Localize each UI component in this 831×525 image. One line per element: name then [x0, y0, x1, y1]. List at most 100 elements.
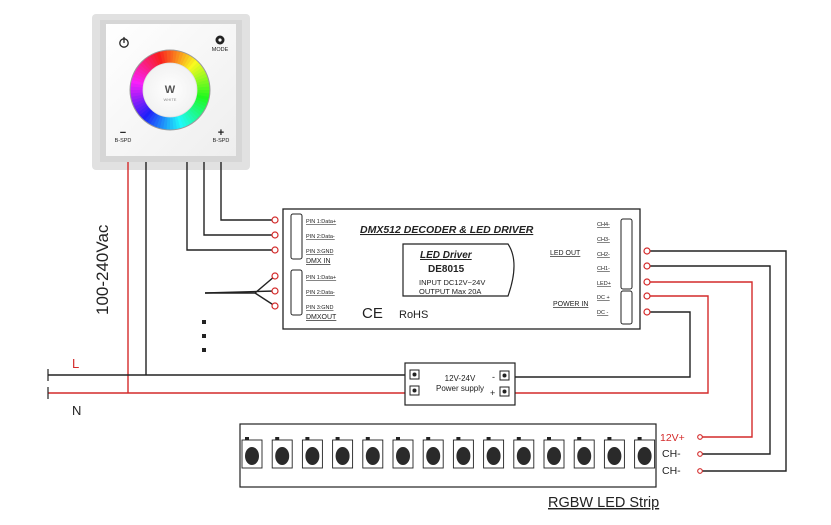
color-wheel-segment[interactable]	[194, 99, 208, 108]
mains-voltage-label: 100-240Vac	[93, 224, 112, 315]
color-wheel-segment[interactable]	[169, 116, 174, 130]
color-wheel-segment[interactable]	[196, 86, 210, 91]
color-wheel-segment[interactable]	[149, 113, 159, 127]
psu-name: Power supply	[436, 384, 484, 393]
color-wheel-segment[interactable]	[196, 92, 210, 98]
color-wheel-segment[interactable]	[195, 96, 209, 105]
color-wheel-segment[interactable]	[130, 92, 144, 97]
wire-dmxout-2	[204, 290, 276, 294]
color-wheel-segment[interactable]	[192, 67, 205, 77]
color-wheel-segment[interactable]	[183, 55, 194, 69]
color-wheel-segment[interactable]	[176, 115, 184, 129]
brightness-up-icon[interactable]: +	[218, 127, 224, 139]
color-wheel-segment[interactable]	[189, 61, 201, 73]
color-wheel-segment[interactable]	[159, 50, 166, 64]
wire-psu-plus	[505, 295, 709, 394]
color-wheel-segment[interactable]	[131, 96, 145, 104]
color-wheel-segment[interactable]	[196, 83, 210, 88]
color-wheel-segment[interactable]	[155, 115, 164, 129]
color-wheel-segment[interactable]	[190, 105, 203, 117]
dmx-out-label: DMXOUT	[306, 314, 337, 321]
color-wheel-segment[interactable]	[194, 73, 208, 82]
color-wheel-segment[interactable]	[130, 82, 144, 88]
psu-housing	[404, 362, 516, 406]
strip-terminal-ch2: CH-	[662, 465, 681, 477]
white-button[interactable]	[142, 62, 198, 118]
color-wheel-segment[interactable]	[181, 53, 191, 67]
color-wheel-segment[interactable]	[187, 109, 199, 121]
color-wheel-segment[interactable]	[143, 110, 155, 123]
color-wheel-segment[interactable]	[191, 103, 205, 114]
dmx-out-pin-2: PIN 2:Data-	[306, 290, 335, 296]
color-wheel-segment[interactable]	[135, 103, 148, 113]
dmx-in-pin-1: PIN 1:Data+	[306, 219, 336, 225]
color-wheel-segment[interactable]	[133, 101, 147, 110]
color-wheel-segment[interactable]	[146, 111, 157, 125]
color-wheel-segment[interactable]	[188, 107, 201, 119]
color-wheel-segment[interactable]	[130, 79, 145, 86]
color-wheel-segment[interactable]	[141, 108, 153, 121]
color-wheel-segment[interactable]	[135, 66, 149, 77]
color-wheel-segment[interactable]	[187, 59, 199, 72]
color-wheel-segment[interactable]	[130, 94, 144, 101]
color-wheel-segment[interactable]	[162, 116, 168, 130]
color-wheel-segment[interactable]	[174, 50, 181, 65]
color-wheel-segment[interactable]	[195, 76, 209, 84]
led-chip	[543, 437, 565, 469]
color-wheel-segment[interactable]	[172, 50, 178, 64]
power-icon[interactable]	[119, 36, 129, 48]
color-wheel-segment[interactable]	[176, 51, 185, 65]
color-wheel-segment[interactable]	[137, 63, 150, 75]
color-wheel-segment[interactable]	[172, 116, 177, 130]
wire-dmxout-1	[205, 275, 276, 294]
color-wheel-segment[interactable]	[131, 75, 145, 84]
color-wheel-segment[interactable]	[152, 114, 161, 128]
dmx-continuation-dots	[202, 320, 206, 352]
color-wheel-segment[interactable]	[141, 59, 153, 71]
strip-pad-ch2	[697, 468, 703, 474]
color-wheel-segment[interactable]	[147, 55, 157, 68]
color-wheel-segment[interactable]	[193, 70, 207, 79]
color-wheel-segment[interactable]	[139, 61, 152, 73]
color-wheel-segment[interactable]	[193, 101, 207, 111]
color-wheel-segment[interactable]	[196, 79, 210, 86]
white-button-label: W	[165, 84, 176, 96]
color-wheel-segment[interactable]	[181, 113, 190, 127]
color-wheel-segment[interactable]	[183, 112, 193, 125]
power-in-terminal	[620, 290, 633, 325]
color-wheel-segment[interactable]	[159, 115, 166, 130]
mode-icon[interactable]	[215, 35, 225, 45]
color-wheel-segment[interactable]	[144, 56, 155, 70]
color-wheel-segment[interactable]	[132, 98, 146, 107]
color-wheel-segment[interactable]	[153, 52, 162, 66]
color-wheel-segment[interactable]	[150, 53, 159, 67]
led-out-terminal	[620, 218, 633, 290]
color-wheel-segment[interactable]	[156, 51, 164, 65]
white-button-sublabel: WHITE	[164, 97, 177, 102]
color-wheel-segment[interactable]	[130, 89, 144, 94]
color-wheel[interactable]	[129, 49, 211, 131]
color-wheel-segment[interactable]	[136, 105, 150, 116]
brightness-down-icon[interactable]: −	[120, 127, 126, 139]
driver-label-box	[402, 243, 515, 297]
wire-panel-gnd	[186, 162, 275, 251]
wires	[48, 162, 787, 472]
color-wheel-segment[interactable]	[178, 114, 187, 128]
color-wheel-segment[interactable]	[179, 52, 188, 66]
plus-label: B-SPD	[213, 138, 230, 144]
color-wheel-segment[interactable]	[166, 50, 171, 64]
led-out-pin-ch4: CH4-	[597, 222, 610, 228]
dmx-in-terminal	[290, 213, 303, 260]
color-wheel-segment[interactable]	[132, 72, 146, 81]
color-wheel-segment[interactable]	[185, 110, 196, 124]
led-chip	[241, 437, 263, 469]
color-wheel-segment[interactable]	[163, 50, 168, 64]
color-wheel-segment[interactable]	[185, 57, 197, 70]
color-wheel-segment[interactable]	[139, 107, 151, 119]
color-wheel-segment[interactable]	[190, 64, 204, 75]
color-wheel-segment[interactable]	[195, 94, 210, 101]
color-wheel-segment[interactable]	[133, 69, 147, 79]
color-wheel-segment[interactable]	[174, 116, 181, 130]
driver-model: DE8015	[428, 264, 465, 275]
